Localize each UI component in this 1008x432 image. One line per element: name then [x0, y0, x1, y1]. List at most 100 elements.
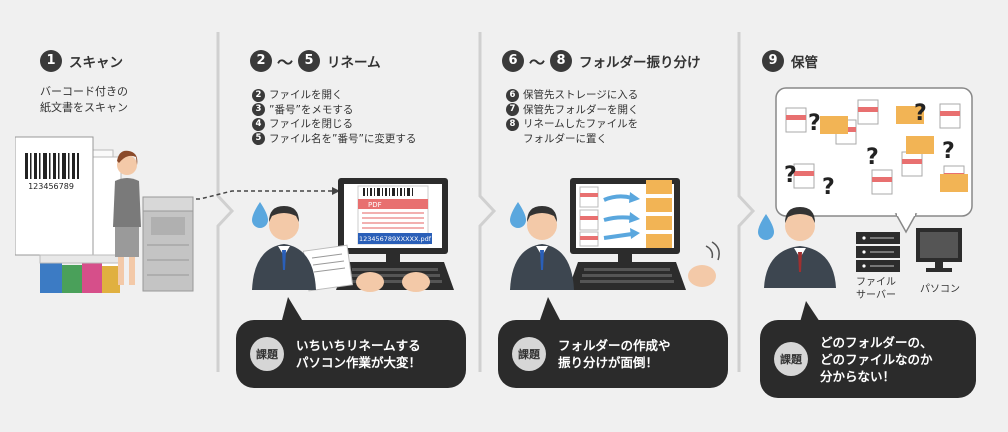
arrow-head-icon: [332, 187, 340, 195]
question-marks: ? ? ? ? ? ?: [784, 101, 955, 200]
sweat-drop-icon: [252, 202, 268, 228]
screen-barcode-icon: [363, 188, 413, 196]
folder-icon: [940, 174, 968, 192]
step-number-icon: 4: [252, 117, 265, 131]
folder-illustration: [510, 178, 720, 290]
scattered-folders: [820, 106, 968, 192]
file-server-label: ファイル サーバー: [850, 276, 902, 302]
file-server-label-line: サーバー: [856, 290, 896, 301]
issue-line: パソコン作業が大変！: [296, 355, 422, 370]
folder-icon: [646, 216, 672, 230]
man-head: [269, 210, 299, 240]
step1-number-icon: 1: [40, 50, 62, 72]
step-number-icon: 6: [506, 88, 519, 102]
folder-icon: [646, 198, 672, 212]
step-number-icon: 5: [252, 132, 265, 145]
right-hand: [402, 272, 430, 292]
question-mark-icon: ?: [822, 175, 835, 200]
move-arrow-icon: [630, 228, 640, 239]
step1-desc-line-2: 紙文書をスキャン: [40, 101, 128, 114]
step2-issue-bubble-tail: [282, 297, 302, 320]
folder-icon: [646, 180, 672, 194]
step1-title-text: スキャン: [69, 55, 123, 71]
pc-label: パソコン: [920, 284, 960, 295]
folder-icon: [820, 116, 848, 134]
step-number-icon: 8: [506, 117, 519, 131]
move-arrow-icon: [629, 192, 640, 203]
step2-issue-bubble: 課題 いちいちリネームする パソコン作業が大変！: [236, 320, 466, 388]
step-number-icon: 3: [252, 103, 265, 116]
scan-illustration: 123456789: [15, 136, 194, 293]
issue-line: どのフォルダーの、: [820, 334, 933, 350]
divider-1: [216, 32, 235, 372]
man-head: [785, 211, 815, 241]
left-hand: [356, 272, 384, 292]
step4-issue-bubble: 課題 どのフォルダーの、 どのファイルなのか 分からない！: [760, 320, 976, 398]
issue-line: 分からない！: [820, 368, 896, 384]
step3-step-row: 6 保管先ストレージに入る: [506, 88, 639, 103]
step-text: 保管先フォルダーを開く: [523, 103, 639, 116]
divider-2: [478, 32, 497, 372]
step3-title: 6 〜 8 フォルダー振り分け: [502, 49, 701, 73]
step-number-icon: 7: [506, 103, 519, 116]
step1-description: バーコード付きの 紙文書をスキャン: [40, 84, 128, 116]
step2-step-row: 4 ファイルを閉じる: [252, 117, 416, 132]
step4-title-text: 保管: [791, 55, 818, 71]
step2-tilde: 〜: [277, 53, 294, 72]
step4-number-icon: 9: [762, 50, 784, 72]
file-server-icon: [856, 232, 900, 272]
question-mark-icon: ?: [866, 145, 879, 170]
man-head: [527, 210, 557, 240]
question-mark-icon: ?: [914, 101, 927, 126]
question-mark-icon: ?: [784, 163, 797, 188]
folder-stack: [646, 180, 672, 248]
step2-title: 2 〜 5 リネーム: [250, 49, 381, 73]
issue-badge: 課題: [512, 337, 546, 371]
step2-step-row: 3”番号”をメモする: [252, 103, 416, 118]
step1-desc-line-1: バーコード付きの: [40, 85, 128, 98]
issue-line: どのファイルなのか: [820, 351, 933, 367]
step2-number-to-icon: 5: [298, 50, 321, 72]
step3-issue-bubble: 課題 フォルダーの作成や 振り分けが面倒！: [498, 320, 728, 388]
step4-title: 9 保管: [762, 49, 818, 73]
file-server-label-line: ファイル: [856, 277, 896, 288]
storage-illustration: ? ? ? ? ? ?: [758, 87, 973, 288]
folder-icon: [906, 136, 934, 154]
barcode-number: 123456789: [28, 182, 74, 191]
step3-step-row: 7 保管先フォルダーを開く: [506, 103, 639, 118]
mouse-hand: [688, 265, 716, 287]
step-text-continued: フォルダーに置く: [523, 132, 607, 145]
question-mark-icon: ?: [942, 139, 955, 164]
divider-3: [737, 32, 756, 372]
rename-illustration: PDF 123456789XXXXX.pdf: [252, 178, 454, 292]
woman-head: [117, 155, 137, 175]
woman-body: [113, 178, 141, 227]
step4-issue-bubble-tail: [800, 301, 820, 322]
filename-field: [358, 233, 432, 244]
sweat-drop-icon: [758, 214, 774, 240]
step3-issue-bubble-tail: [540, 297, 560, 320]
move-arrow-icon: [629, 212, 640, 223]
issue-badge: 課題: [774, 342, 808, 376]
step4-issue-text: どのフォルダーの、 どのファイルなのか 分からない！: [820, 334, 933, 385]
pc-icon: [916, 228, 962, 272]
pdf-banner: [358, 199, 428, 209]
step-text: ファイル名を”番号”に変更する: [269, 132, 417, 145]
step3-tilde: 〜: [529, 53, 546, 72]
issue-line: フォルダーの作成や: [558, 338, 671, 353]
step-number-icon: 2: [252, 88, 265, 102]
step-text: 保管先ストレージに入る: [523, 89, 639, 101]
step2-title-text: リネーム: [327, 55, 381, 71]
step-text: ファイルを閉じる: [269, 118, 353, 130]
issue-badge: 課題: [250, 337, 284, 371]
filename-text: 123456789XXXXX.pdf: [359, 235, 432, 243]
step3-number-from-icon: 6: [502, 50, 524, 72]
question-mark-icon: ?: [808, 111, 821, 136]
step3-number-to-icon: 8: [550, 50, 573, 72]
scattered-files: [785, 99, 965, 195]
folder-icon: [646, 234, 672, 248]
step3-issue-text: フォルダーの作成や 振り分けが面倒！: [558, 337, 671, 371]
